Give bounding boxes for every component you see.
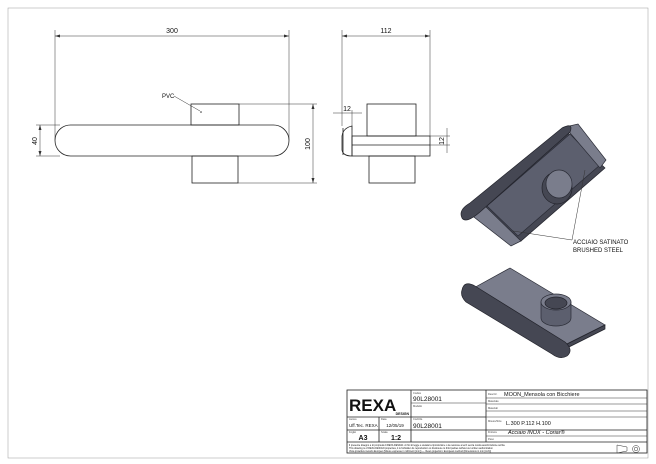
rexa-logo: REXA — [349, 396, 396, 415]
sheet-border — [7, 7, 649, 459]
material-callout-line2: BRUSHED STEEL — [573, 248, 624, 254]
finish-value: Acciaio INOX - Coriar® — [507, 429, 566, 436]
model-label: Modello — [413, 404, 423, 408]
date-value: 12/05/19 — [386, 423, 404, 428]
note-line-1: Il presente disegno è di proprietà di RE… — [349, 444, 505, 447]
dim-100: 100 — [305, 138, 312, 150]
dim-40: 40 — [32, 137, 39, 145]
side-view: 112 12 12 — [333, 28, 450, 184]
dim-300: 300 — [166, 28, 178, 35]
note-line-2: This drawing is of REXA DESIGN propertie… — [349, 447, 493, 450]
weight-label: Peso — [488, 437, 494, 441]
scale-label: Scala — [381, 430, 388, 434]
material-label: Materiale — [488, 399, 499, 403]
description-label: Descriz. — [488, 392, 498, 396]
code-value: 90L28001 — [413, 396, 442, 403]
cup-lower — [191, 155, 239, 184]
dim-112: 112 — [380, 28, 391, 35]
author-label: Autore — [349, 417, 357, 421]
material-callout-line1: ACCIAIO SATINATO — [573, 240, 629, 246]
size-label: Misure/Size — [488, 419, 502, 423]
note-line-3: Vista proiettiva metodo Europeo (Misure … — [349, 450, 491, 453]
sheet-value: A3 — [359, 435, 368, 442]
drawing-code-value: 90L28001 — [413, 423, 442, 430]
dim-12-face: 12 — [343, 106, 351, 113]
iso-view-underside: ACCIAIO SATINATO BRUSHED STEEL — [460, 123, 629, 254]
author-value: Uff.Tec. REXA — [349, 423, 378, 428]
plate-side — [351, 135, 431, 157]
dim-12-thickness: 12 — [439, 137, 446, 145]
code-label: Codice — [413, 391, 422, 395]
size-value: L.300 P.112 H.100 — [506, 421, 551, 427]
cup-upper-side — [366, 103, 417, 137]
scale-value: 1:2 — [391, 435, 401, 442]
description-value: MOON_Mensola con Bicchiere — [504, 392, 580, 398]
shelf-face — [341, 125, 353, 157]
date-label: Data — [381, 417, 387, 421]
iso-view-top — [461, 267, 606, 358]
sheet-label: Foglio — [349, 430, 357, 434]
cup-lower-side — [368, 155, 416, 184]
material2-label: Materiali — [488, 406, 498, 410]
title-block: REXA DESIGN Codice 90L28001 Modello Auto… — [346, 389, 648, 454]
finish-label: Finitura — [488, 430, 497, 434]
rexa-logo-sub: DESIGN — [396, 412, 410, 416]
drawing-code-label: Cod.Dis. — [413, 417, 423, 421]
front-view: 300 40 100 PVC — [32, 28, 317, 184]
shelf-bar — [54, 124, 290, 157]
projection-symbol-icon — [616, 444, 640, 454]
cup-upper — [190, 103, 240, 126]
pvc-callout: PVC — [162, 94, 175, 100]
